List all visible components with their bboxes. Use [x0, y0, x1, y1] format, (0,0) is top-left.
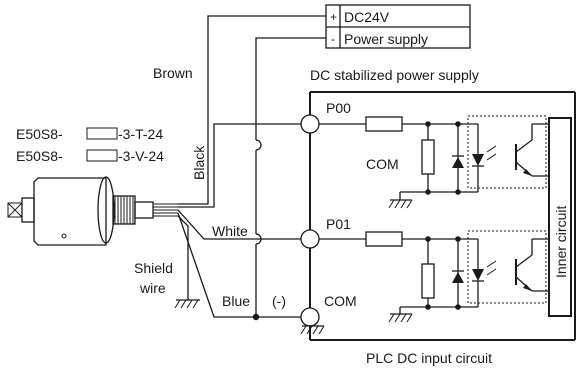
black-label: Black: [191, 145, 207, 180]
optocoupler-p00: [467, 115, 547, 189]
crossover-bridge-2: [255, 233, 262, 245]
inner-circuit-box: Inner circuit: [548, 117, 572, 317]
encoder-body: [7, 176, 178, 246]
terminal-p01: [300, 229, 320, 249]
optocoupler-p01: [467, 230, 547, 304]
shield-ground-symbol: [174, 299, 200, 309]
white-label: White: [212, 223, 248, 239]
plc-outline: [309, 91, 576, 341]
model-1-prefix: E50S8-: [16, 126, 63, 142]
shield-wire: [177, 215, 189, 300]
input-resistor-p01: [365, 231, 403, 247]
terminal-com-label: COM: [324, 293, 357, 309]
brown-wire: [178, 15, 326, 205]
shunt-resistor-p01: [421, 263, 435, 299]
input-channel-p00: [319, 115, 549, 209]
model-2-suffix: -3-V-24: [118, 148, 164, 164]
shield-label-2: wire: [139, 280, 166, 296]
plc-caption: PLC DC input circuit: [366, 350, 492, 366]
com-1-label: COM: [366, 156, 399, 172]
terminal-com: [300, 307, 320, 327]
negative-bus: [255, 37, 326, 140]
black-wire: [178, 123, 304, 208]
model-1-suffix: -3-T-24: [118, 126, 163, 142]
brown-label: Brown: [153, 65, 193, 81]
blue-wire: [177, 212, 304, 318]
white-wire: [177, 209, 304, 240]
com-ground-symbol: [300, 325, 325, 335]
terminal-p00: [300, 114, 320, 134]
plus-terminal-label: +: [330, 10, 337, 24]
negative-bus-junction: [252, 313, 260, 321]
model-label-2: E50S8- -3-V-24: [16, 148, 164, 164]
terminal-p00-label: P00: [326, 100, 351, 116]
input-resistor-p00: [365, 116, 403, 132]
model-2-prefix: E50S8-: [16, 148, 63, 164]
blue-label: Blue: [222, 293, 250, 309]
power-supply-label: Power supply: [344, 31, 428, 47]
shunt-resistor-p00: [421, 139, 435, 175]
crossover-bridge-1: [255, 139, 262, 151]
input-channel-p01: [319, 230, 549, 323]
voltage-label: DC24V: [344, 9, 390, 25]
model-label-1: E50S8- -3-T-24: [16, 126, 163, 142]
shield-label-1: Shield: [134, 260, 173, 276]
minus-terminal-label: -: [331, 32, 335, 46]
inner-circuit-label: Inner circuit: [553, 206, 569, 278]
negative-label: (-): [272, 293, 286, 309]
stabilized-supply-label: DC stabilized power supply: [310, 67, 479, 83]
power-supply-box: + - DC24V Power supply: [325, 4, 471, 49]
terminal-p01-label: P01: [326, 216, 351, 232]
